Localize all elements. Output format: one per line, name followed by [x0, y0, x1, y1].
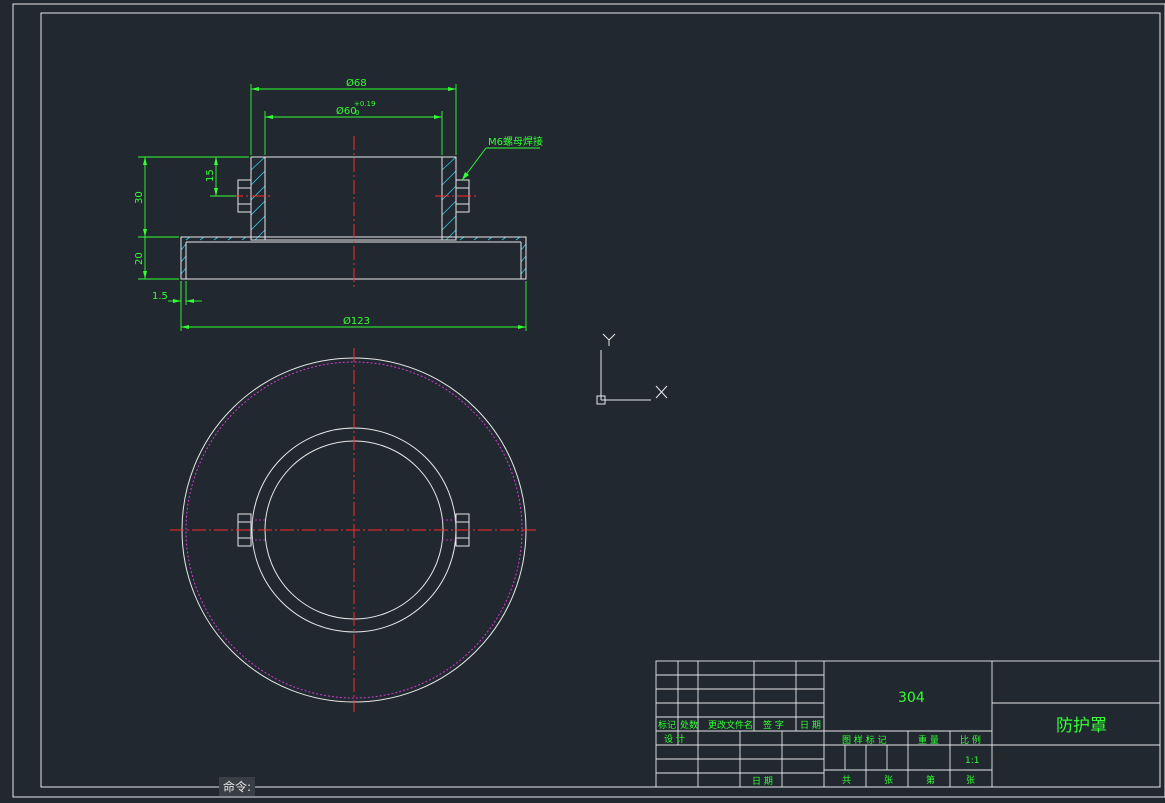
leader-note-text: M6螺母焊接	[488, 135, 543, 148]
dim-height-30-text: 30	[134, 191, 145, 204]
section-centerlines	[229, 136, 478, 290]
dim-outer-diameter-text: Ø68	[346, 77, 367, 89]
title-block	[655, 660, 1161, 788]
dim-overall-diameter-text: Ø123	[343, 315, 370, 327]
top-centerlines	[170, 348, 536, 712]
scale-value-text: 1:1	[965, 756, 979, 766]
section-view	[180, 136, 527, 290]
header-mark-text: 标记	[658, 719, 676, 731]
header-change-doc-text: 更改文件名	[708, 719, 753, 731]
label-sheet-no-text: 第	[926, 774, 935, 786]
header-sign-text: 签 字	[763, 719, 784, 731]
label-total-sheets-text: 共	[842, 775, 851, 786]
command-line[interactable]: 命令:	[219, 777, 256, 796]
title-block-texts: 304 防护罩 标记 处数 更改文件名 签 字 日 期 设 计 日 期 图 样 …	[658, 690, 1107, 787]
label-scale-text: 比 例	[960, 734, 981, 746]
material-text: 304	[898, 690, 925, 706]
row-date-bottom-text: 日 期	[752, 776, 773, 787]
dimension-texts: Ø68 Ø60 +0.19 0 Ø123 30 15 20 1.5 M6螺母焊接	[134, 77, 543, 327]
header-date-text: 日 期	[800, 720, 821, 731]
label-weight-text: 重 量	[918, 734, 939, 746]
top-view	[170, 348, 536, 712]
dim-height-20-text: 20	[134, 252, 145, 265]
part-name-text: 防护罩	[1056, 716, 1107, 736]
command-prompt-text: 命令:	[223, 780, 252, 794]
label-sheets-1-text: 张	[884, 775, 893, 786]
dim-height-15-text: 15	[205, 169, 216, 182]
label-sheets-2-text: 张	[966, 775, 975, 786]
row-design-text: 设 计	[664, 733, 685, 745]
label-stage-mark-text: 图 样 标 记	[842, 734, 887, 746]
nut-left	[237, 179, 252, 213]
dim-inner-tol-upper-text: +0.19	[354, 100, 375, 108]
dim-inner-tol-lower-text: 0	[355, 109, 359, 117]
dimensions	[138, 84, 540, 331]
dim-inner-diameter-text: Ø60	[336, 105, 357, 117]
dim-thickness-text: 1.5	[152, 291, 168, 302]
header-count-text: 处数	[680, 719, 698, 731]
ucs-icon	[596, 333, 668, 405]
drawing-frame	[12, 3, 1165, 798]
